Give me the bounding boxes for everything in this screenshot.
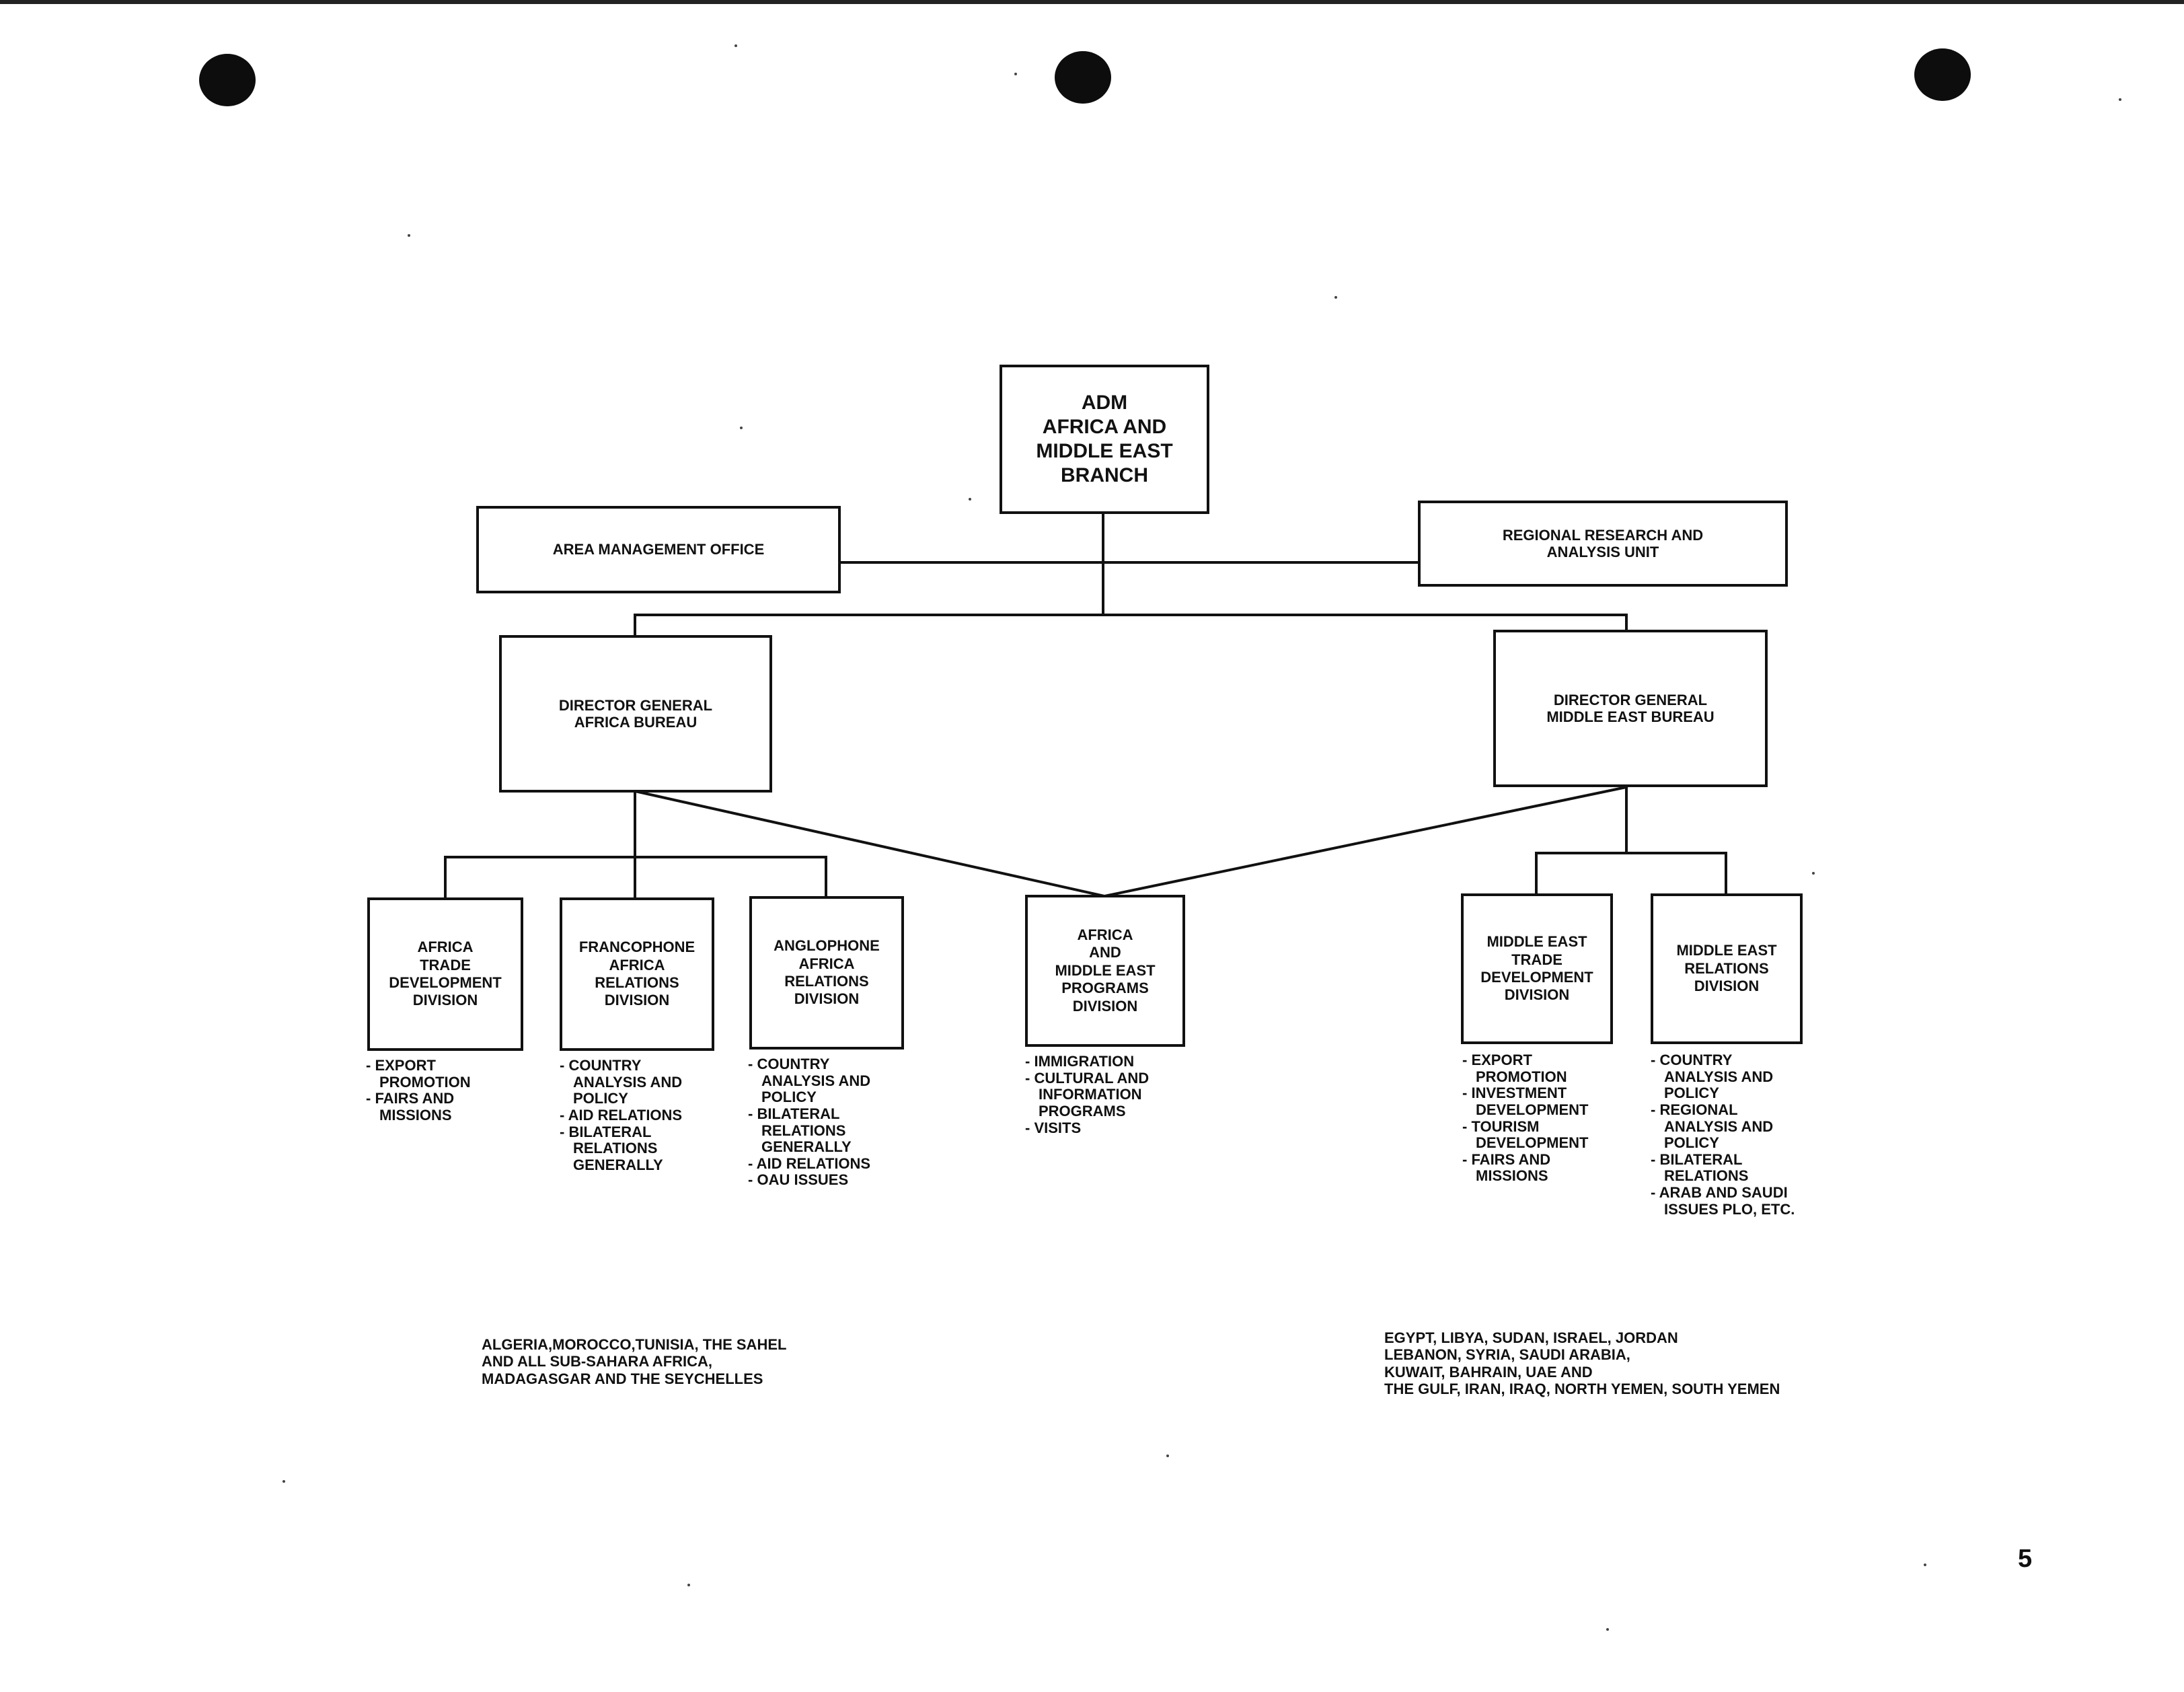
scan-speck <box>408 234 410 237</box>
africa-bureau-box: DIRECTOR GENERAL AFRICA BUREAU <box>499 635 772 793</box>
scan-speck <box>283 1480 285 1483</box>
division-label: MIDDLE EAST TRADE DEVELOPMENT DIVISION <box>1480 933 1593 1004</box>
division-label: AFRICA AND MIDDLE EAST PROGRAMS DIVISION <box>1055 926 1156 1015</box>
africa-bureau-label: DIRECTOR GENERAL AFRICA BUREAU <box>558 696 713 731</box>
duty-item: BILATERAL RELATIONS GENERALLY <box>748 1105 870 1156</box>
middle-east-bureau-label: DIRECTOR GENERAL MIDDLE EAST BUREAU <box>1546 691 1715 725</box>
division-label: MIDDLE EAST RELATIONS DIVISION <box>1676 942 1777 995</box>
division-box-programs: AFRICA AND MIDDLE EAST PROGRAMS DIVISION <box>1025 895 1185 1047</box>
middle-east-countries-note: EGYPT, LIBYA, SUDAN, ISRAEL, JORDAN LEBA… <box>1384 1329 1780 1397</box>
duty-item: IMMIGRATION <box>1025 1053 1149 1070</box>
duty-item: BILATERAL RELATIONS <box>1651 1151 1795 1185</box>
scan-speck <box>735 44 737 47</box>
duty-item: CULTURAL AND INFORMATION PROGRAMS <box>1025 1070 1149 1120</box>
duty-item: OAU ISSUES <box>748 1172 870 1189</box>
division-box-me-trade: MIDDLE EAST TRADE DEVELOPMENT DIVISION <box>1461 893 1613 1044</box>
duty-item: AID RELATIONS <box>748 1155 870 1173</box>
duties-africa-trade: EXPORT PROMOTION FAIRS AND MISSIONS <box>366 1057 471 1124</box>
division-box-me-relations: MIDDLE EAST RELATIONS DIVISION <box>1651 893 1803 1044</box>
duties-me-trade: EXPORT PROMOTION INVESTMENT DEVELOPMENT … <box>1462 1052 1588 1185</box>
scan-speck <box>1166 1455 1169 1457</box>
page-top-edge <box>0 0 2184 4</box>
division-label: ANGLOPHONE AFRICA RELATIONS DIVISION <box>774 937 880 1008</box>
duty-item: COUNTRY ANALYSIS AND POLICY <box>560 1057 682 1107</box>
duties-programs: IMMIGRATION CULTURAL AND INFORMATION PRO… <box>1025 1053 1149 1137</box>
division-label: AFRICA TRADE DEVELOPMENT DIVISION <box>389 939 502 1009</box>
duty-item: AID RELATIONS <box>560 1107 682 1124</box>
punch-hole-left <box>199 54 256 106</box>
duty-item: EXPORT PROMOTION <box>366 1057 470 1091</box>
division-box-africa-trade: AFRICA TRADE DEVELOPMENT DIVISION <box>367 897 523 1051</box>
duty-item: VISITS <box>1025 1119 1149 1137</box>
duty-item: COUNTRY ANALYSIS AND POLICY <box>748 1056 870 1106</box>
punch-hole-center <box>1055 51 1111 104</box>
scan-speck <box>1334 296 1337 299</box>
middle-east-bureau-box: DIRECTOR GENERAL MIDDLE EAST BUREAU <box>1493 630 1768 787</box>
scan-speck <box>2119 98 2121 101</box>
regional-research-unit-box: REGIONAL RESEARCH AND ANALYSIS UNIT <box>1418 501 1788 587</box>
adm-branch-label: ADM AFRICA AND MIDDLE EAST BRANCH <box>1036 392 1173 486</box>
duties-me-relations: COUNTRY ANALYSIS AND POLICY REGIONAL ANA… <box>1651 1052 1795 1218</box>
duty-item: ARAB AND SAUDI ISSUES PLO, ETC. <box>1651 1184 1795 1218</box>
duty-item: FAIRS AND MISSIONS <box>1462 1151 1588 1185</box>
duty-item: COUNTRY ANALYSIS AND POLICY <box>1651 1052 1795 1102</box>
duty-item: EXPORT PROMOTION <box>1462 1052 1588 1085</box>
area-management-office-label: AREA MANAGEMENT OFFICE <box>552 541 765 558</box>
africa-countries-note: ALGERIA,MOROCCO,TUNISIA, THE SAHEL AND A… <box>482 1336 787 1387</box>
scan-speck <box>1924 1564 1926 1566</box>
punch-hole-right <box>1914 48 1971 101</box>
area-management-office-box: AREA MANAGEMENT OFFICE <box>476 506 841 593</box>
scan-speck <box>687 1584 690 1586</box>
duties-anglophone: COUNTRY ANALYSIS AND POLICY BILATERAL RE… <box>748 1056 871 1189</box>
scan-speck <box>1014 73 1017 75</box>
page-number: 5 <box>2018 1545 2033 1573</box>
duties-francophone: COUNTRY ANALYSIS AND POLICY AID RELATION… <box>560 1057 683 1174</box>
connector-me-to-programs <box>1102 785 1628 898</box>
division-box-anglophone: ANGLOPHONE AFRICA RELATIONS DIVISION <box>749 896 904 1050</box>
duty-item: BILATERAL RELATIONS GENERALLY <box>560 1124 682 1174</box>
regional-research-unit-label: REGIONAL RESEARCH AND ANALYSIS UNIT <box>1502 526 1704 560</box>
duty-item: INVESTMENT DEVELOPMENT <box>1462 1084 1588 1118</box>
adm-branch-box: ADM AFRICA AND MIDDLE EAST BRANCH <box>1000 365 1209 514</box>
duty-item: REGIONAL ANALYSIS AND POLICY <box>1651 1101 1795 1152</box>
scan-speck <box>740 427 743 429</box>
division-box-francophone: FRANCOPHONE AFRICA RELATIONS DIVISION <box>560 897 714 1051</box>
scan-speck <box>1812 872 1815 875</box>
scan-speck <box>1606 1628 1609 1631</box>
connector-africa-to-programs <box>633 789 1106 898</box>
scan-speck <box>969 498 971 501</box>
duty-item: FAIRS AND MISSIONS <box>366 1090 471 1124</box>
division-label: FRANCOPHONE AFRICA RELATIONS DIVISION <box>578 939 695 1009</box>
duty-item: TOURISM DEVELOPMENT <box>1462 1118 1588 1152</box>
